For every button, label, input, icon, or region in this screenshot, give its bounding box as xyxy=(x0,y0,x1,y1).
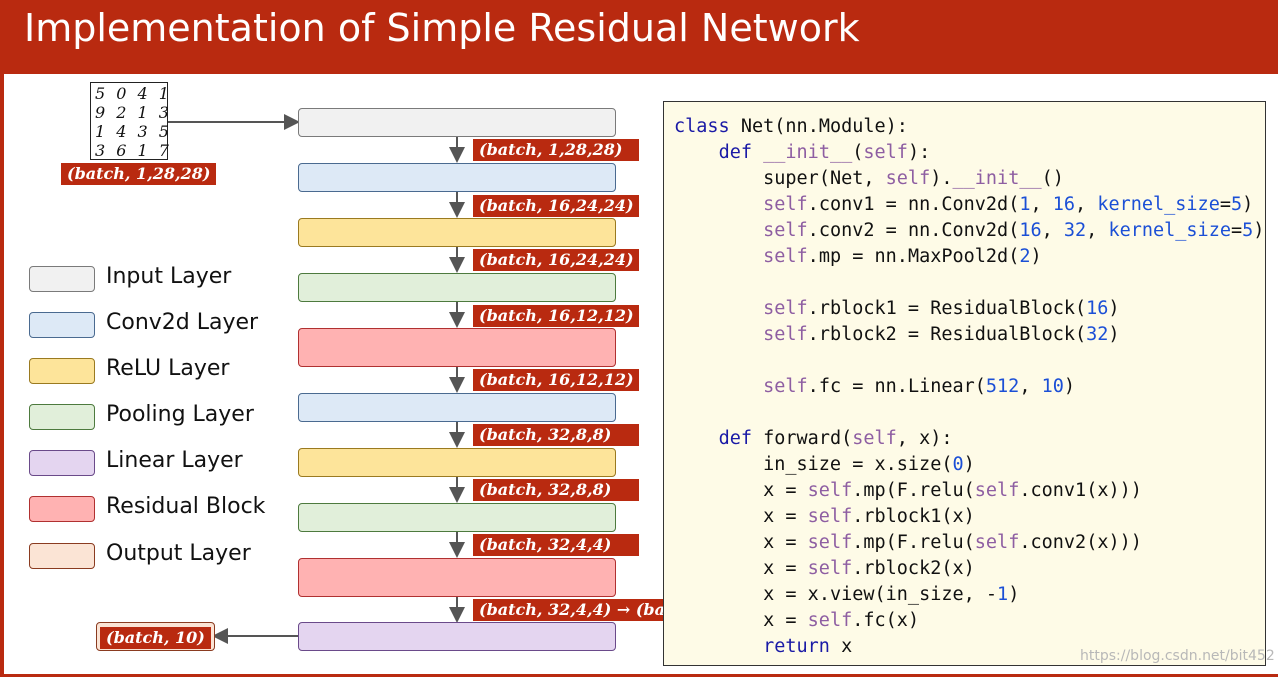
mnist-row: 5 0 4 1 xyxy=(95,84,172,103)
legend-swatch xyxy=(29,404,95,430)
legend-swatch xyxy=(29,358,95,384)
slide-title: Implementation of Simple Residual Networ… xyxy=(24,6,860,50)
code-line: self.rblock1 = ResidualBlock(16) xyxy=(763,298,1120,319)
legend-label: Conv2d Layer xyxy=(106,310,259,335)
title-bar: Implementation of Simple Residual Networ… xyxy=(0,0,1278,74)
conv2d-layer-block xyxy=(298,163,616,192)
relu-layer-block xyxy=(298,448,616,477)
code-line: x = self.mp(F.relu(self.conv1(x))) xyxy=(763,480,1142,501)
residual-block xyxy=(298,558,616,597)
output-shape-label: (batch, 10) xyxy=(100,626,211,649)
code-line: def __init__(self): xyxy=(718,142,931,163)
linear-layer-block xyxy=(298,622,616,651)
tensor-shape-label: (batch, 32,8,8) xyxy=(473,479,639,501)
tensor-shape-label: (batch, 32,4,4) → (batch, 512) xyxy=(473,599,663,621)
tensor-shape-label: (batch, 16,12,12) xyxy=(473,369,639,391)
legend-swatch xyxy=(29,543,95,569)
legend-label: ReLU Layer xyxy=(106,356,230,381)
tensor-shape-label: (batch, 16,24,24) xyxy=(473,249,639,271)
code-line: x = x.view(in_size, -1) xyxy=(763,584,1020,605)
legend-label: Pooling Layer xyxy=(106,402,254,427)
legend-swatch xyxy=(29,266,95,292)
legend-swatch xyxy=(29,450,95,476)
code-line: self.rblock2 = ResidualBlock(32) xyxy=(763,324,1120,345)
code-line: in_size = x.size(0) xyxy=(763,454,975,475)
left-border xyxy=(0,74,4,677)
code-line: super(Net, self).__init__() xyxy=(763,168,1064,189)
legend-swatch xyxy=(29,312,95,338)
mnist-input-image: 5 0 4 1 9 2 1 3 1 4 3 5 3 6 1 7 xyxy=(90,82,172,160)
code-line: return x xyxy=(763,636,853,657)
code-listing: class Net(nn.Module): def __init__(self)… xyxy=(674,114,1264,660)
pooling-layer-block xyxy=(298,273,616,302)
code-line: x = self.mp(F.relu(self.conv2(x))) xyxy=(763,532,1142,553)
output-layer-badge: (batch, 10) xyxy=(96,622,215,651)
tensor-shape-label: (batch, 16,12,12) xyxy=(473,305,639,327)
code-panel: class Net(nn.Module): def __init__(self)… xyxy=(663,101,1266,666)
mnist-row: 3 6 1 7 xyxy=(95,141,172,160)
relu-layer-block xyxy=(298,218,616,247)
tensor-shape-label: (batch, 1,28,28) xyxy=(473,139,639,161)
tensor-shape-label: (batch, 16,24,24) xyxy=(473,195,639,217)
tensor-shape-label: (batch, 32,4,4) xyxy=(473,534,639,556)
code-line: x = self.rblock2(x) xyxy=(763,558,975,579)
input-layer-block xyxy=(298,108,616,137)
code-line: self.conv2 = nn.Conv2d(16, 32, kernel_si… xyxy=(763,220,1265,241)
code-line: x = self.fc(x) xyxy=(763,610,920,631)
legend-swatch xyxy=(29,496,95,522)
code-line: self.mp = nn.MaxPool2d(2) xyxy=(763,246,1042,267)
legend-label: Residual Block xyxy=(106,494,266,519)
legend-label: Input Layer xyxy=(106,264,232,289)
mnist-row: 9 2 1 3 xyxy=(95,103,172,122)
legend-label: Linear Layer xyxy=(106,448,243,473)
code-line: self.fc = nn.Linear(512, 10) xyxy=(763,376,1076,397)
watermark: https://blog.csdn.net/bit452 xyxy=(1080,648,1275,664)
code-line: self.conv1 = nn.Conv2d(1, 16, kernel_siz… xyxy=(763,194,1254,215)
code-line: def forward(self, x): xyxy=(718,428,953,449)
code-line: class Net(nn.Module): xyxy=(674,116,908,137)
residual-block xyxy=(298,328,616,367)
pooling-layer-block xyxy=(298,503,616,532)
conv2d-layer-block xyxy=(298,393,616,422)
bottom-border xyxy=(0,674,1278,677)
mnist-row: 1 4 3 5 xyxy=(95,122,172,141)
tensor-shape-label: (batch, 32,8,8) xyxy=(473,424,639,446)
code-line: x = self.rblock1(x) xyxy=(763,506,975,527)
input-shape-label: (batch, 1,28,28) xyxy=(61,163,217,185)
legend-label: Output Layer xyxy=(106,541,251,566)
